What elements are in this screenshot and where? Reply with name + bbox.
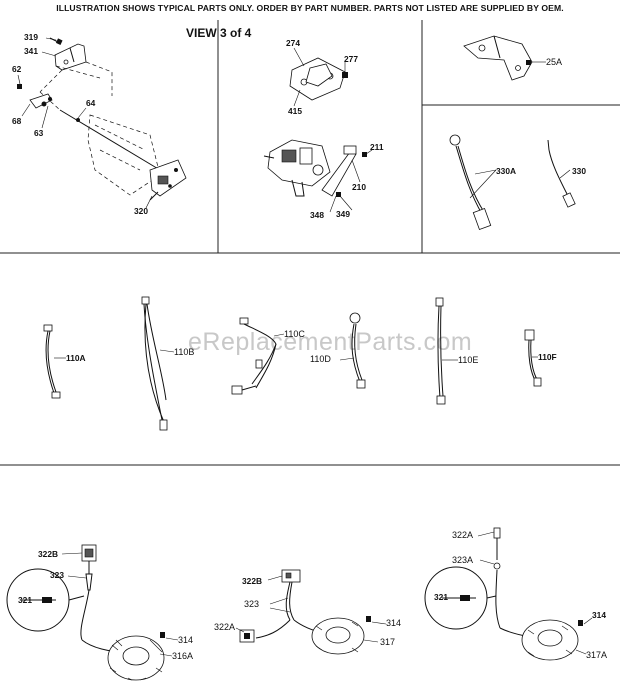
callout-68: 68	[12, 116, 22, 126]
bracket-25a	[463, 35, 533, 81]
callout-211: 211	[370, 142, 384, 152]
callout-330: 330	[572, 166, 586, 176]
view-title: VIEW 3 of 4	[186, 26, 252, 40]
callout-110c: 110C	[284, 329, 305, 339]
panel-dividers	[0, 20, 620, 466]
callout-110d: 110D	[310, 354, 331, 364]
callout-322b-2: 322B	[242, 576, 263, 586]
callout-316a: 316A	[172, 651, 194, 661]
callout-62: 62	[12, 64, 22, 74]
carburetor-assembly	[263, 57, 367, 197]
ignition-coil-316a	[6, 544, 165, 681]
callout-110b: 110B	[174, 347, 195, 357]
callout-321-3: 321	[434, 592, 448, 602]
ignition-coil-317a	[424, 527, 583, 661]
callout-321-1: 321	[18, 595, 32, 605]
callout-110a: 110A	[66, 353, 86, 363]
callout-348: 348	[310, 210, 324, 220]
callout-322a-2: 322A	[214, 622, 236, 632]
callout-110f: 110F	[538, 352, 557, 362]
callout-320: 320	[134, 206, 148, 216]
callout-322a-3: 322A	[452, 530, 474, 540]
callout-274: 274	[286, 38, 300, 48]
callout-64: 64	[86, 98, 96, 108]
leader-lines	[17, 37, 593, 657]
watermark: eReplacementParts.com	[188, 328, 473, 356]
header-notice: ILLUSTRATION SHOWS TYPICAL PARTS ONLY. O…	[56, 3, 564, 13]
callout-317: 317	[380, 637, 396, 647]
leads-330	[449, 134, 576, 231]
ignition-coil-317	[239, 569, 371, 655]
callout-323a: 323A	[452, 555, 474, 565]
callout-314-1: 314	[178, 635, 194, 645]
callout-349: 349	[336, 209, 350, 219]
callout-277: 277	[344, 54, 358, 64]
callout-323-1: 323	[50, 570, 64, 580]
callout-25a: 25A	[546, 57, 563, 67]
callout-322b-1: 322B	[38, 549, 59, 559]
callout-341: 341	[24, 46, 38, 56]
callout-317a: 317A	[586, 650, 608, 660]
callout-110e: 110E	[458, 355, 479, 365]
callout-314-2: 314	[386, 618, 402, 628]
callout-330a: 330A	[496, 166, 517, 176]
callout-63: 63	[34, 128, 44, 138]
callout-319: 319	[24, 32, 38, 42]
callout-323-2: 323	[244, 599, 260, 609]
callout-314-3: 314	[592, 610, 606, 620]
callout-210: 210	[352, 182, 366, 192]
wire-harnesses	[43, 296, 542, 431]
callout-415: 415	[288, 106, 302, 116]
bracket-assembly	[17, 37, 187, 201]
